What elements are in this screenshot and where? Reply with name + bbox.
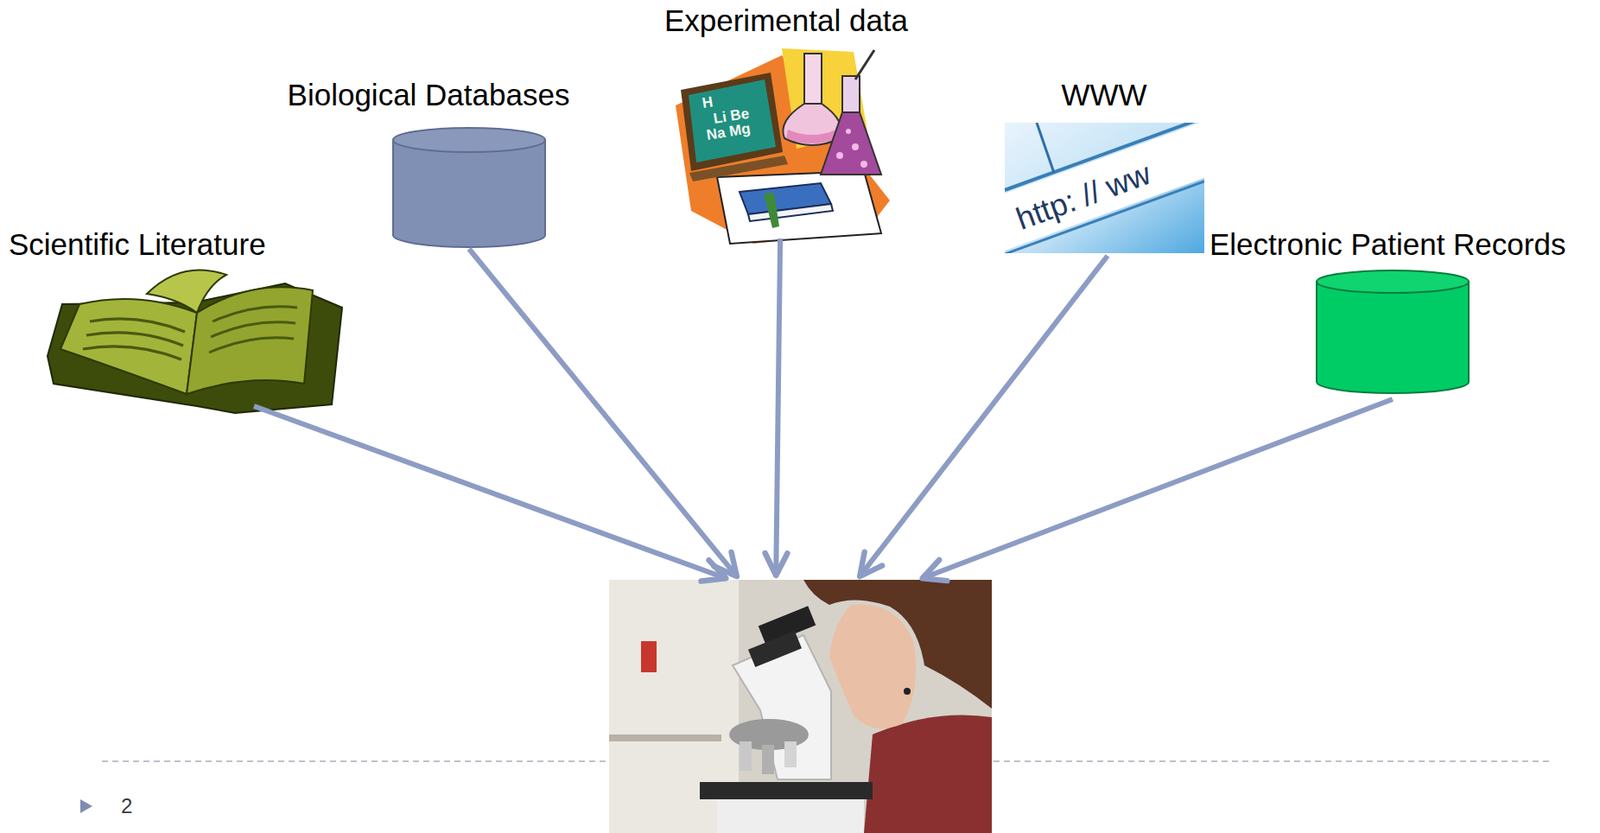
bookmark	[763, 192, 780, 229]
arrow-group	[859, 255, 1108, 577]
lab-clipart	[675, 48, 890, 244]
microscope-stage	[699, 781, 873, 800]
hair	[803, 579, 992, 709]
source-label: Experimental data	[664, 3, 908, 39]
bubble	[860, 160, 868, 168]
face	[829, 604, 916, 730]
book-page	[186, 286, 313, 394]
source-label: Electronic Patient Records	[1209, 227, 1566, 262]
researcher-photo	[609, 579, 992, 833]
label-holder: H	[702, 95, 713, 113]
label-holder: Na Mg	[706, 126, 751, 145]
photo-background	[609, 579, 992, 833]
clipart-shape	[675, 55, 890, 244]
red-bottle	[641, 641, 657, 673]
objective	[739, 741, 752, 771]
text-line	[82, 346, 182, 360]
objective	[784, 741, 797, 768]
chalkboard-frame	[680, 72, 783, 172]
shirt	[863, 715, 992, 833]
text-line	[210, 322, 296, 337]
address-bar	[1004, 122, 1205, 251]
text-line	[89, 318, 185, 332]
arrow-group	[922, 399, 1393, 578]
source-label: Biological Databases	[287, 77, 571, 113]
microscope-base	[717, 799, 864, 833]
cylinder-top	[1316, 270, 1469, 293]
arrow-connector	[253, 406, 726, 578]
experiment-source: Experimental data	[656, 3, 916, 239]
book-pages	[748, 203, 833, 222]
book-icon	[47, 269, 343, 413]
earring	[903, 687, 911, 695]
slide-number: 2	[120, 793, 133, 820]
researcher-node	[609, 579, 992, 833]
source-label: Scientific Literature	[8, 227, 267, 262]
arrow-connector	[469, 248, 737, 577]
cylinder-top	[393, 127, 546, 153]
objective	[761, 744, 775, 775]
conical-flask	[820, 112, 882, 175]
page-curl	[146, 269, 227, 313]
flask-liquid	[786, 129, 839, 144]
bubble	[845, 128, 851, 134]
records-cylinder	[1316, 270, 1469, 394]
web-image	[1004, 122, 1205, 254]
database-cylinder	[393, 127, 546, 248]
paper-sheet	[717, 171, 882, 244]
window-line	[1036, 122, 1054, 173]
cylinder-body	[393, 139, 546, 248]
counter	[609, 734, 722, 742]
arrow-connector	[859, 255, 1108, 577]
microscope-arm	[732, 634, 832, 780]
straw	[855, 50, 875, 80]
text-line	[209, 337, 294, 353]
arrow-group	[253, 406, 726, 578]
bullet-triangle	[80, 799, 93, 813]
label-holder: 2	[120, 793, 133, 820]
flask-neck	[804, 53, 822, 108]
flask-neck	[842, 76, 860, 115]
chalk-tray	[689, 155, 788, 182]
database-source: Biological Databases	[281, 77, 576, 249]
text-line	[86, 332, 184, 346]
literature-source: Scientific Literature	[8, 227, 355, 407]
chalk-text: H	[700, 93, 714, 113]
arrow-connector	[922, 399, 1393, 578]
arrow-group	[469, 248, 737, 577]
arrow-connector	[775, 238, 781, 576]
bubble	[851, 143, 859, 151]
label-holder: http: // ww	[1017, 202, 1158, 239]
bubble	[836, 152, 844, 159]
arrow-group	[775, 238, 781, 576]
cylinder-body	[1316, 281, 1469, 394]
eyepiece	[748, 630, 802, 667]
chalkboard	[688, 79, 776, 163]
source-label: WWW	[1060, 77, 1147, 113]
records-source: Electronic Patient Records	[1209, 227, 1586, 400]
text-line	[212, 306, 298, 322]
book-page	[60, 298, 197, 394]
